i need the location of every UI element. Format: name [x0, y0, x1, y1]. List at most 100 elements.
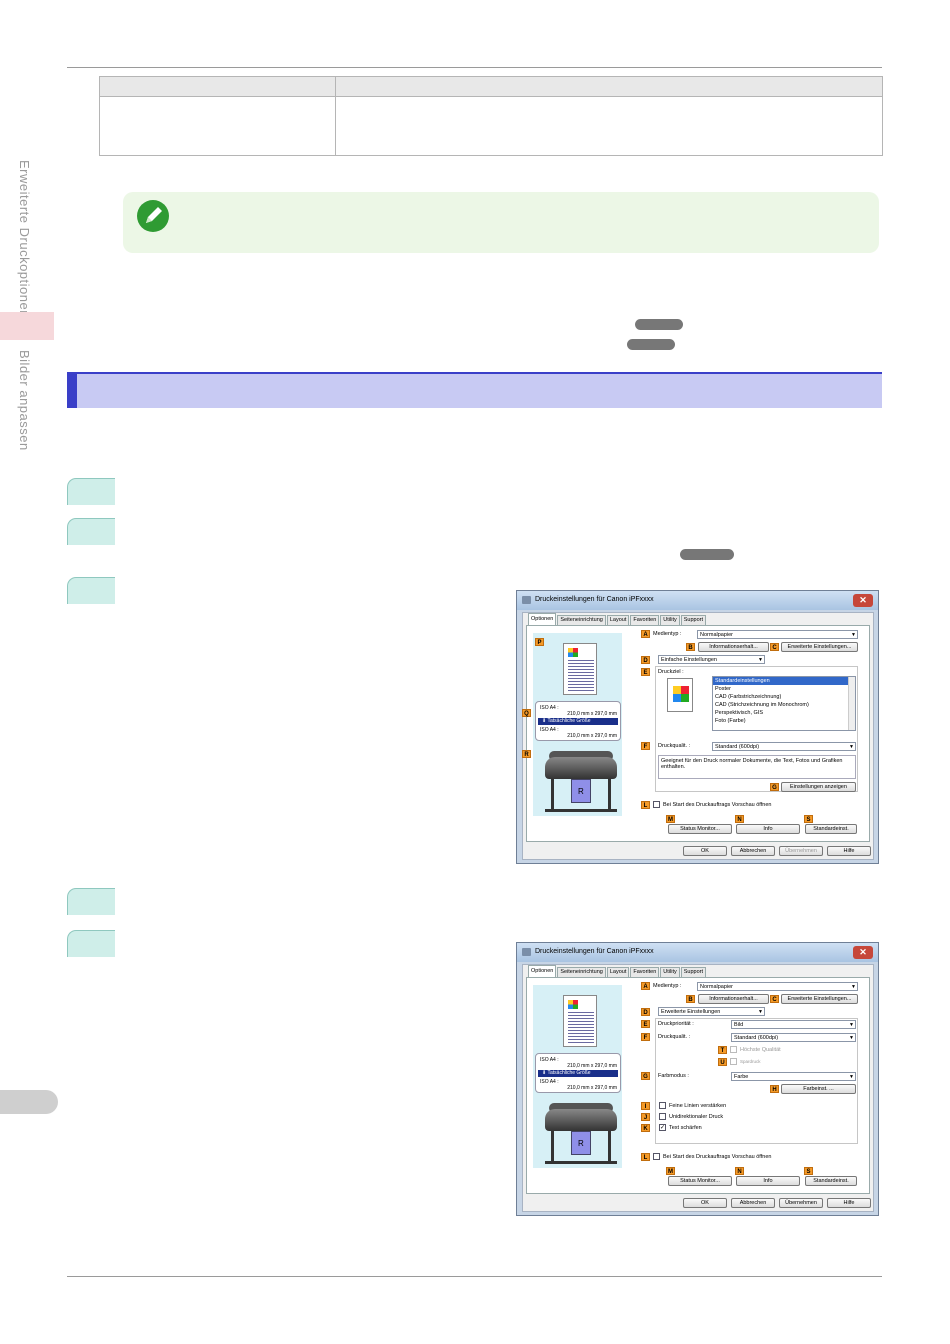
list-scrollbar[interactable]	[848, 677, 855, 730]
help-button[interactable]: Hilfe	[827, 846, 871, 856]
label-i: I	[641, 1102, 650, 1110]
print-priority-select[interactable]: Bild	[731, 1020, 856, 1029]
info-button[interactable]: Informationserhalt...	[698, 642, 769, 652]
size-top-label: ISO A4 :	[540, 705, 559, 711]
settings-mode-select[interactable]: Einfache Einstellungen	[658, 655, 765, 664]
print-quality-select[interactable]: Standard (600dpi)	[712, 742, 856, 751]
tab-support[interactable]: Support	[680, 615, 707, 625]
economy-checkbox[interactable]	[730, 1058, 737, 1065]
tab-layout[interactable]: Layout	[606, 967, 630, 977]
print-target-list[interactable]: Standardeinstellungen Poster CAD (Farbst…	[712, 676, 856, 731]
cancel-button[interactable]: Abbrechen	[731, 1198, 775, 1208]
label-r: R	[522, 750, 531, 758]
side-nav-current-marker	[0, 312, 54, 340]
label-b: B	[686, 643, 695, 651]
label-n: N	[735, 1167, 744, 1175]
dialog-tabs: Optionen Seiteneinrichtung Layout Favori…	[528, 965, 707, 978]
ok-button[interactable]: OK	[683, 1198, 727, 1208]
paper-size-box: ISO A4 : 210,0 mm x 297,0 mm ⬇ Tatsächli…	[535, 1053, 621, 1093]
side-nav-adjust-images[interactable]: Bilder anpassen	[17, 350, 32, 451]
dialog-title: Druckeinstellungen für Canon iPFxxxx	[535, 596, 654, 603]
highest-quality-checkbox[interactable]	[730, 1046, 737, 1053]
tab-favoriten[interactable]: Favoriten	[630, 615, 660, 625]
unidirectional-checkbox[interactable]	[659, 1113, 666, 1120]
print-quality-label: Druckqualit. :	[658, 1034, 691, 1040]
defaults-button[interactable]: Standardeinst.	[805, 824, 857, 834]
info-button[interactable]: Informationserhalt...	[698, 994, 769, 1004]
media-type-select[interactable]: Normalpapier	[697, 630, 858, 639]
size-actual-indicator: ⬇ Tatsächliche Größe	[538, 718, 618, 725]
fine-lines-checkbox[interactable]	[659, 1102, 666, 1109]
close-icon[interactable]: ✕	[853, 594, 873, 607]
label-m: M	[666, 815, 675, 823]
help-button[interactable]: Hilfe	[827, 1198, 871, 1208]
sharpen-text-label: Text schärfen	[669, 1125, 702, 1131]
note-pencil-icon	[137, 200, 169, 232]
size-bottom-label: ISO A4 :	[540, 1079, 559, 1085]
status-monitor-button[interactable]: Status Monitor...	[668, 824, 732, 834]
list-item[interactable]: Foto (Farbe)	[715, 718, 746, 724]
size-actual-indicator: ⬇ Tatsächliche Größe	[538, 1070, 618, 1077]
advanced-media-button[interactable]: Erweiterte Einstellungen...	[781, 994, 858, 1004]
printer-roll	[549, 1103, 613, 1113]
down-arrow-icon: ⬇	[542, 718, 548, 724]
dialog-tabs: Optionen Seiteneinrichtung Layout Favori…	[528, 613, 707, 626]
page-preview[interactable]	[563, 995, 597, 1047]
printer-app-icon	[522, 596, 531, 604]
ok-button[interactable]: OK	[683, 846, 727, 856]
tab-layout[interactable]: Layout	[606, 615, 630, 625]
side-nav-advanced-options[interactable]: Erweiterte Druckoptionen	[17, 160, 32, 318]
print-quality-select[interactable]: Standard (600dpi)	[731, 1033, 856, 1042]
advanced-media-button[interactable]: Erweiterte Einstellungen...	[781, 642, 858, 652]
status-monitor-button[interactable]: Status Monitor...	[668, 1176, 732, 1186]
label-a: A	[641, 982, 650, 990]
reference-link-2[interactable]	[627, 339, 675, 350]
list-item[interactable]: Poster	[715, 686, 731, 692]
settings-mode-select[interactable]: Erweiterte Einstellungen	[658, 1007, 765, 1016]
paper-letter: R	[578, 1139, 584, 1148]
media-type-select[interactable]: Normalpapier	[697, 982, 858, 991]
label-l: L	[641, 801, 650, 809]
show-settings-button[interactable]: Einstellungen anzeigen	[781, 782, 856, 792]
label-b: B	[686, 995, 695, 1003]
reference-link-3[interactable]	[680, 549, 734, 560]
list-item[interactable]: CAD (Farbstrichzeichnung)	[715, 694, 782, 700]
label-c: C	[770, 643, 779, 651]
down-arrow-icon: ⬇	[542, 1070, 548, 1076]
tab-utility[interactable]: Utility	[660, 967, 680, 977]
tab-support[interactable]: Support	[680, 967, 707, 977]
label-e: E	[641, 668, 650, 676]
color-settings-button[interactable]: Farbeinst. ...	[781, 1084, 856, 1094]
preview-checkbox[interactable]	[653, 801, 660, 808]
defaults-button[interactable]: Standardeinst.	[805, 1176, 857, 1186]
label-q: Q	[522, 709, 531, 717]
reference-link-1[interactable]	[635, 319, 683, 330]
apply-button[interactable]: Übernehmen	[779, 1198, 823, 1208]
tab-optionen[interactable]: Optionen	[528, 613, 557, 625]
close-icon[interactable]: ✕	[853, 946, 873, 959]
step-marker-5	[67, 930, 115, 957]
tab-utility[interactable]: Utility	[660, 615, 680, 625]
sharpen-text-checkbox[interactable]: ✓	[659, 1124, 666, 1131]
label-f: F	[641, 742, 650, 750]
info-button-secondary[interactable]: Info	[736, 824, 800, 834]
tab-optionen[interactable]: Optionen	[528, 965, 557, 977]
list-item[interactable]: Perspektivisch, GIS	[715, 710, 763, 716]
preview-checkbox[interactable]	[653, 1153, 660, 1160]
info-button-secondary[interactable]: Info	[736, 1176, 800, 1186]
label-s: S	[804, 1167, 813, 1175]
color-mode-select[interactable]: Farbe	[731, 1072, 856, 1081]
label-u: U	[718, 1058, 727, 1066]
printer-stand	[551, 779, 611, 811]
page-preview[interactable]	[563, 643, 597, 695]
side-nav-tab[interactable]	[0, 1090, 58, 1114]
cancel-button[interactable]: Abbrechen	[731, 846, 775, 856]
list-item[interactable]: CAD (Strichzeichnung im Monochrom)	[715, 702, 809, 708]
printer-body	[545, 1109, 617, 1131]
tab-favoriten[interactable]: Favoriten	[630, 967, 660, 977]
tab-seiteneinrichtung[interactable]: Seiteneinrichtung	[557, 967, 606, 977]
apply-button[interactable]: Übernehmen	[779, 846, 823, 856]
tab-seiteneinrichtung[interactable]: Seiteneinrichtung	[557, 615, 606, 625]
size-top-label: ISO A4 :	[540, 1057, 559, 1063]
list-item[interactable]: Standardeinstellungen	[713, 677, 855, 685]
